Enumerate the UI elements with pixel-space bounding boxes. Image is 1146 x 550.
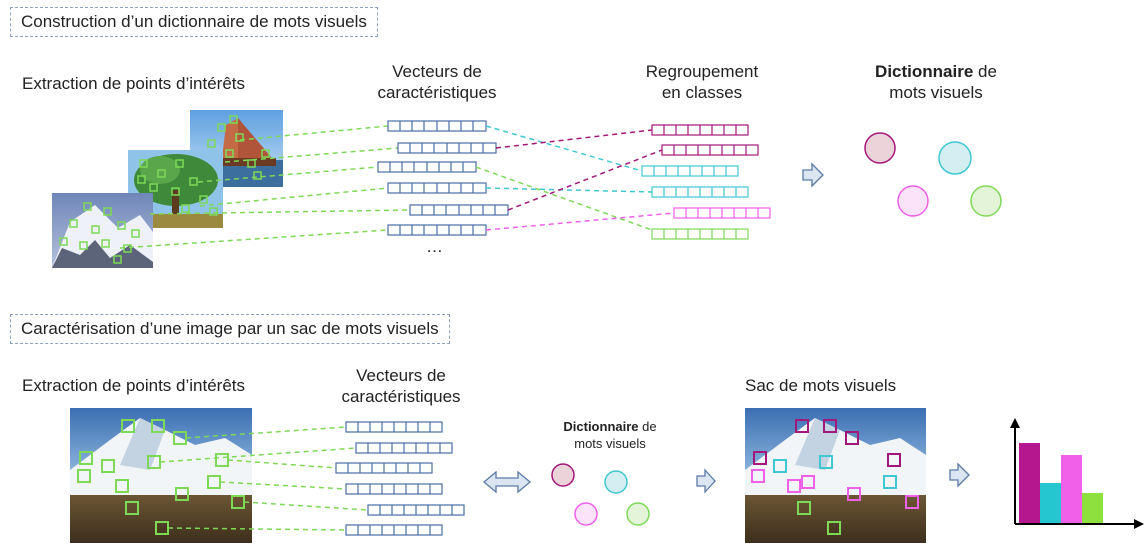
visual-word-green bbox=[970, 185, 1002, 217]
visual-word-magenta bbox=[551, 463, 575, 487]
interest-points-set2 bbox=[77, 419, 245, 535]
section1-dictionary-label: Dictionnaire de mots visuels bbox=[875, 62, 997, 102]
visual-word-green bbox=[626, 502, 650, 526]
double-arrow-icon bbox=[482, 470, 532, 494]
right-arrow-icon bbox=[696, 468, 716, 494]
histogram-icon bbox=[1010, 418, 1144, 529]
interest-points-set1 bbox=[59, 115, 270, 264]
feature-vectors-1 bbox=[377, 120, 509, 236]
section2-title: Caractérisation d’une image par un sac d… bbox=[10, 314, 450, 344]
visual-dictionary-1 bbox=[864, 132, 1002, 217]
assigned-interest-points bbox=[751, 419, 919, 535]
feature-vectors-2 bbox=[335, 421, 465, 536]
bag-of-words-label: Sac de mots visuels bbox=[745, 376, 897, 395]
links-vectors-to-clusters bbox=[475, 125, 675, 231]
visual-dictionary-2 bbox=[551, 463, 650, 526]
section2-extraction-label: Extraction de points d’intérêts bbox=[22, 376, 246, 395]
section1-extraction-label: Extraction de points d’intérêts bbox=[22, 74, 246, 93]
clustered-vectors bbox=[641, 124, 771, 240]
visual-word-magenta bbox=[864, 132, 896, 164]
vectors-ellipsis: … bbox=[426, 237, 443, 256]
histogram-bar-cyan bbox=[1040, 483, 1061, 523]
visual-word-cyan bbox=[938, 141, 972, 175]
photo-everest-bag bbox=[745, 408, 926, 543]
visual-word-pink bbox=[897, 185, 929, 217]
links-images-to-vectors-1 bbox=[119, 125, 411, 249]
links-images-to-vectors-2 bbox=[159, 426, 369, 531]
right-arrow-icon bbox=[949, 462, 970, 488]
visual-word-cyan bbox=[604, 470, 628, 494]
histogram-bar-pink bbox=[1061, 455, 1082, 523]
visual-word-pink bbox=[574, 502, 598, 526]
histogram-bar-green bbox=[1082, 493, 1103, 523]
histogram-bar-magenta bbox=[1019, 443, 1040, 523]
section2-dictionary-label: Dictionnaire de mots visuels bbox=[563, 419, 657, 451]
right-arrow-icon bbox=[802, 162, 824, 188]
section1-title: Construction d’un dictionnaire de mots v… bbox=[10, 7, 378, 37]
